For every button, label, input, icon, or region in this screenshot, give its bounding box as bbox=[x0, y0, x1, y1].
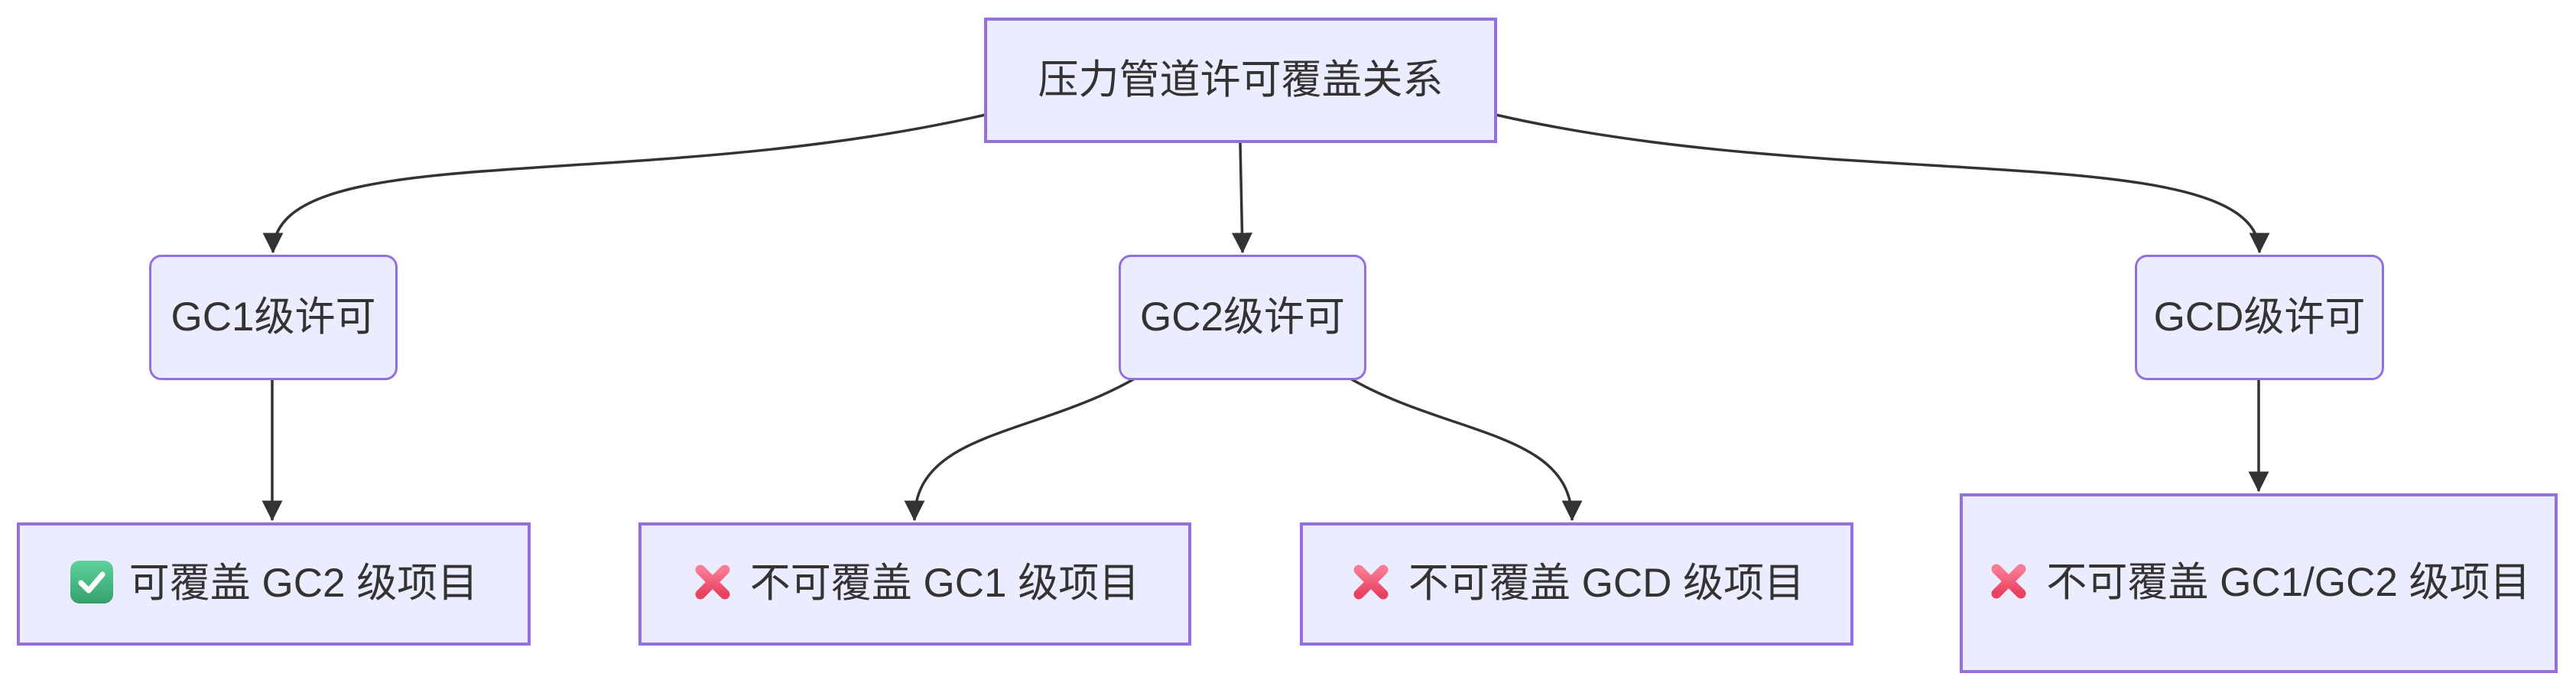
node-gcd-result-label: 不可覆盖 GC1/GC2 级项目 bbox=[2046, 560, 2531, 606]
edge-gc2-result2 bbox=[1346, 375, 1583, 522]
cross-icon bbox=[1986, 551, 2031, 614]
node-gcd-result: 不可覆盖 GC1/GC2 级项目 bbox=[1960, 493, 2558, 673]
node-gc1-result-label: 可覆盖 GC2 级项目 bbox=[128, 561, 479, 607]
node-gc2-result-1: 不可覆盖 GC1 级项目 bbox=[638, 522, 1191, 646]
node-gc1-result: 可覆盖 GC2 级项目 bbox=[17, 522, 531, 646]
node-gc2-result-1-label: 不可覆盖 GC1 级项目 bbox=[749, 561, 1140, 607]
check-icon bbox=[70, 552, 114, 615]
node-gc1: GC1级许可 bbox=[149, 255, 398, 380]
node-gcd-label: GCD级许可 bbox=[2153, 294, 2366, 340]
node-root: 压力管道许可覆盖关系 bbox=[984, 18, 1497, 143]
node-gc2: GC2级许可 bbox=[1119, 255, 1366, 380]
edge-root-gcd bbox=[1495, 113, 2270, 254]
edge-root-gc1 bbox=[262, 113, 986, 254]
edge-root-gc2 bbox=[1231, 142, 1252, 254]
node-gc2-label: GC2级许可 bbox=[1140, 294, 1345, 340]
node-root-label: 压力管道许可覆盖关系 bbox=[1038, 57, 1444, 102]
node-gcd: GCD级许可 bbox=[2135, 255, 2384, 380]
node-gc2-result-2: 不可覆盖 GCD 级项目 bbox=[1300, 522, 1853, 646]
edge-gc2-result1 bbox=[904, 375, 1139, 522]
cross-icon bbox=[1349, 552, 1393, 615]
cross-icon bbox=[690, 552, 735, 615]
node-gc2-result-2-label: 不可覆盖 GCD 级项目 bbox=[1408, 561, 1805, 607]
node-gc1-label: GC1级许可 bbox=[171, 294, 376, 340]
